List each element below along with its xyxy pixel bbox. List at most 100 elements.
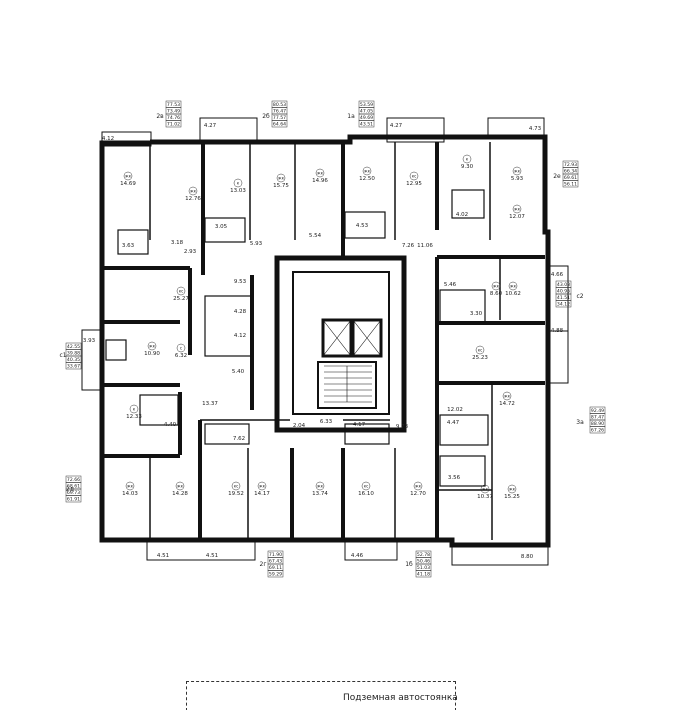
area-table-cell-box [65, 495, 82, 503]
area-table-value: 53.59 [360, 102, 373, 108]
balcony-top-2 [386, 117, 445, 143]
balcony-area: 4.88 [551, 328, 564, 334]
area-table-value: 52.78 [417, 552, 430, 558]
room-area: 5.93 [511, 176, 524, 182]
balcony-area: 4.51 [157, 553, 169, 559]
space-area: 4.28 [234, 309, 247, 315]
area-table-value: 64.64 [273, 122, 286, 128]
apartment-type-label: 1б [405, 561, 413, 568]
area-table-value: 56.11 [564, 182, 577, 188]
room-code-circle [502, 391, 512, 401]
room-code: жк [514, 207, 521, 212]
area-table-value: 77.57 [273, 115, 286, 121]
room-code-circle [276, 173, 286, 183]
bathroom [204, 217, 246, 243]
room-code-circle [129, 404, 139, 414]
area-table-value: 77.53 [167, 102, 180, 108]
balcony-right-2 [547, 330, 569, 384]
space-area: 2.04 [293, 423, 306, 429]
room-code-circle [480, 484, 490, 494]
room-area: 14.96 [312, 178, 328, 184]
space-area: 3.05 [215, 224, 228, 230]
area-table-value: 68.61 [67, 484, 80, 490]
room-code: к [133, 407, 136, 412]
area-table-value: 49.69 [360, 115, 373, 121]
area-table-value: 71.90 [269, 552, 282, 558]
room-code: жк [259, 484, 266, 489]
room-code: кс [412, 174, 417, 179]
space-area: 12.02 [447, 407, 463, 413]
room-code-circle [462, 154, 472, 164]
space-area: 7.62 [233, 436, 245, 442]
area-table-cell-box [358, 120, 375, 128]
space-area: 4.47 [447, 420, 460, 426]
area-table-value: 67.43 [269, 559, 282, 565]
room-code: жк [493, 284, 500, 289]
balcony-area: 8.80 [521, 554, 534, 560]
balcony-top-1 [199, 117, 258, 143]
room-code: кс [364, 484, 369, 489]
room-code-circle [231, 481, 241, 491]
area-table-value: 39.88 [67, 351, 80, 357]
room-code-circle [147, 341, 157, 351]
area-table-cell-box [562, 180, 579, 188]
room-code-circle [475, 345, 485, 355]
room-area: 10.90 [144, 351, 160, 357]
space-area: 4.40 [164, 422, 177, 428]
room-area: 14.69 [120, 181, 136, 187]
room-area: 12.95 [406, 181, 422, 187]
room-code: жк [278, 176, 285, 181]
area-table-value: 80.53 [273, 102, 286, 108]
space-area: 3.63 [122, 243, 135, 249]
space-area: 4.02 [456, 212, 468, 218]
bathroom [105, 339, 127, 361]
room-code-circle [176, 343, 186, 353]
bathroom [204, 423, 250, 445]
room-area: 13.03 [230, 188, 246, 194]
area-table-value: 69.11 [269, 565, 282, 571]
room-code: жк [190, 189, 197, 194]
elevator-1 [321, 318, 353, 358]
bathroom [139, 394, 179, 426]
space-area: 6.33 [320, 419, 333, 425]
apartment-type-label: 2б [262, 113, 270, 120]
stair-steps [324, 365, 372, 403]
balcony-area: 4.27 [390, 123, 403, 129]
area-table-value: 43.03 [557, 282, 570, 288]
stair [317, 361, 377, 409]
space-area: 5.54 [309, 233, 322, 239]
room-area: 9.30 [461, 164, 474, 170]
apartment-type-label: 2д [66, 486, 74, 493]
room-area: 8.60 [490, 291, 503, 297]
space-area: 4.17 [353, 422, 366, 428]
room-code-circle [362, 166, 372, 176]
room-code-circle [315, 168, 325, 178]
balcony-area: 4.51 [206, 553, 218, 559]
room-code-circle [508, 281, 518, 291]
balcony-topleft [101, 131, 152, 147]
room-code-circle [176, 286, 186, 296]
room-area: 19.52 [228, 491, 244, 497]
room-area: 25.27 [173, 296, 189, 302]
balcony-area: 4.73 [529, 126, 542, 132]
room-code-circle [315, 481, 325, 491]
room-code: жк [127, 484, 134, 489]
area-table-value: 72.66 [67, 477, 80, 483]
room-code: жк [504, 394, 511, 399]
room-code-circle [409, 171, 419, 181]
space-area: 11.06 [417, 243, 433, 249]
balcony-area: 4.66 [551, 272, 564, 278]
room-code: кс [478, 348, 483, 353]
room-code: жк [317, 171, 324, 176]
space-area: 5.40 [232, 369, 245, 375]
space-area: 7.26 [402, 243, 415, 249]
area-table-value: 73.49 [167, 109, 180, 115]
bathroom [117, 229, 149, 255]
room-area: 12.70 [410, 491, 426, 497]
room-code: к [466, 157, 469, 162]
balcony-left [81, 329, 103, 391]
room-code: жк [149, 344, 156, 349]
space-area: 5.93 [250, 241, 263, 247]
space-area: 9.53 [234, 279, 247, 285]
area-table-cell-box [271, 120, 288, 128]
